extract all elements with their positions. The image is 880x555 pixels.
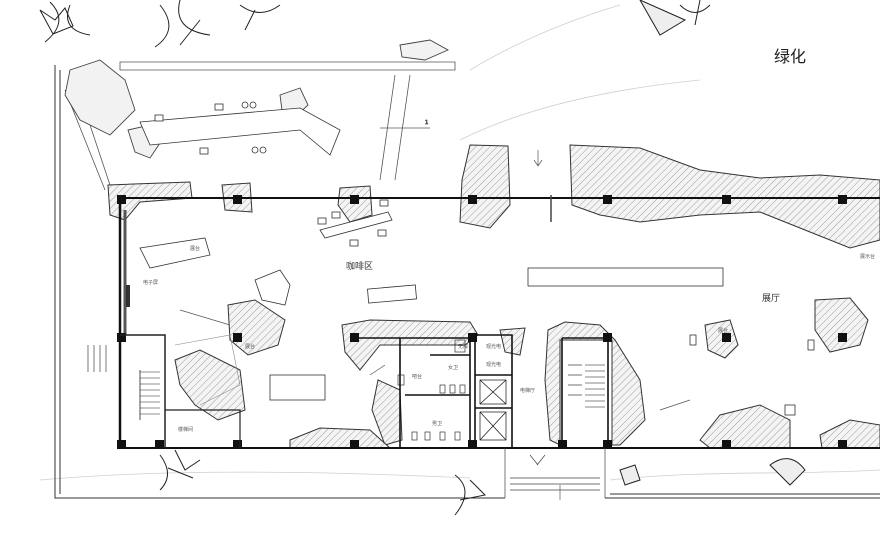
svg-text:1: 1 <box>425 120 428 126</box>
tree-bottom <box>159 449 806 516</box>
upper-tables <box>139 101 341 156</box>
left-stair <box>87 334 241 448</box>
site-contour-lines <box>39 4 880 481</box>
rock-upper-left <box>64 39 450 159</box>
label-male-wc: 男卫 <box>432 421 442 427</box>
entrance-steps <box>504 448 606 498</box>
label-exhibit-stand-b: 展台 <box>245 343 255 350</box>
label-stair-room: 楼梯间 <box>178 426 193 433</box>
label-bar: 吧台 <box>412 373 422 380</box>
building-walls <box>118 197 880 449</box>
label-greenery: 绿化 <box>774 47 806 66</box>
label-exhibit-stand-a: 展台 <box>190 245 200 252</box>
label-exhibit-stand-d: 展示台 <box>860 253 875 260</box>
dimension-arrows <box>179 150 691 500</box>
label-accessible: 无障 <box>458 343 468 350</box>
cafe-furniture <box>139 199 724 401</box>
label-elevator-1: 观光电 <box>486 343 501 350</box>
wc-core <box>355 334 513 449</box>
label-cafe: 咖啡区 <box>346 260 373 272</box>
site-boundary <box>54 65 880 499</box>
label-exhibit-stand-c: 展台 <box>718 327 728 334</box>
tree-top-left <box>39 1 91 43</box>
tree-top-mid <box>154 0 281 48</box>
label-female-wc: 女卫 <box>448 364 458 371</box>
electronic-screen <box>126 285 130 307</box>
label-elevator-2: 观光电 <box>486 361 501 368</box>
label-electronic-screen: 电子屏 <box>143 279 158 286</box>
right-stair <box>561 337 609 448</box>
label-exhibition-hall: 展厅 <box>762 293 780 304</box>
tree-top-right <box>639 0 711 36</box>
label-elevator-hall: 电梯厅 <box>520 387 535 394</box>
exhibit-stands <box>689 334 815 416</box>
